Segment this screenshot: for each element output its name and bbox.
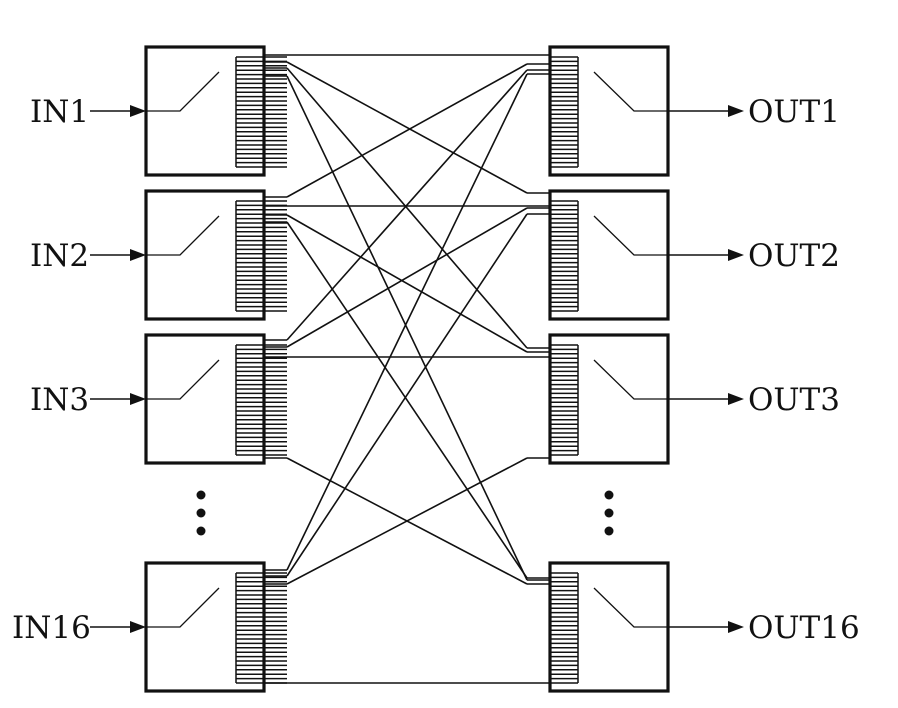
output-arrow-icon	[728, 105, 744, 117]
output-ellipsis	[604, 490, 614, 536]
input-arrow-icon	[130, 105, 146, 117]
switch-arm	[146, 215, 220, 256]
switch-arm	[593, 71, 668, 112]
switch-arm	[146, 71, 220, 112]
switch-arm	[593, 587, 668, 628]
crossing-wire	[286, 457, 528, 585]
output-switch-module	[548, 561, 744, 693]
output-label-out3: OUT3	[748, 382, 840, 418]
input-label-in16: IN16	[12, 610, 91, 646]
output-arrow-icon	[728, 621, 744, 633]
output-label-out1: OUT1	[748, 94, 840, 130]
output-switch-module	[548, 333, 744, 465]
output-switch-module	[548, 189, 744, 321]
output-arrow-icon	[728, 249, 744, 261]
crossing-wire	[286, 207, 528, 348]
switch-arm	[593, 359, 668, 400]
ellipsis-dot	[196, 526, 206, 536]
input-label-in3: IN3	[30, 382, 89, 418]
switch-arm	[146, 359, 220, 400]
input-switch-modules	[90, 45, 287, 693]
input-arrow-icon	[130, 621, 146, 633]
output-switch-modules	[548, 45, 744, 693]
ellipsis-dot	[604, 508, 614, 518]
crossing-wire	[286, 69, 528, 341]
input-label-in2: IN2	[30, 238, 89, 274]
input-arrow-icon	[130, 393, 146, 405]
crossing-wire	[286, 67, 528, 349]
input-switch-module	[90, 45, 287, 177]
crossing-wire	[286, 73, 528, 571]
output-switch-module	[548, 45, 744, 177]
crossing-wire	[286, 75, 528, 581]
ellipsis-dot	[196, 508, 206, 518]
input-switch-module	[90, 333, 287, 465]
input-arrow-icon	[130, 249, 146, 261]
input-switch-module	[90, 561, 287, 693]
crossing-wire	[286, 61, 528, 194]
input-ellipsis	[196, 490, 206, 536]
switch-arm	[593, 215, 668, 256]
crossing-wire	[286, 221, 528, 579]
crossing-wire	[286, 63, 528, 198]
ellipsis-dot	[196, 490, 206, 500]
ellipsis-dot	[604, 490, 614, 500]
crossing-wire	[286, 213, 528, 577]
output-arrow-icon	[728, 393, 744, 405]
input-switch-module	[90, 189, 287, 321]
output-label-out2: OUT2	[748, 238, 840, 274]
ellipsis-dot	[604, 526, 614, 536]
input-label-in1: IN1	[30, 94, 89, 130]
crossing-wire	[286, 214, 528, 353]
switch-arm	[146, 587, 220, 628]
output-label-out16: OUT16	[748, 610, 860, 646]
interconnect-wires	[264, 54, 550, 684]
